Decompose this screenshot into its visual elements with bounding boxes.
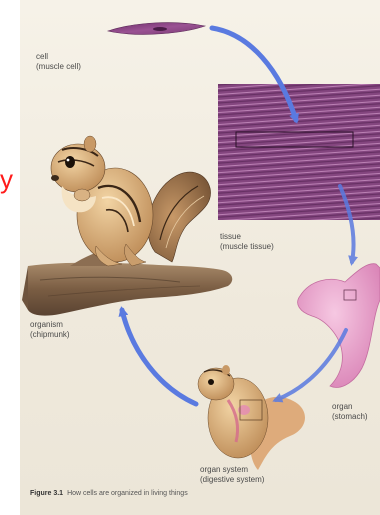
label-organ-subtitle: (stomach): [332, 412, 368, 422]
label-organ-system-title: organ system: [200, 465, 264, 475]
label-cell: cell (muscle cell): [36, 52, 81, 72]
label-organism-title: organism: [30, 320, 70, 330]
figure-number: Figure 3.1: [30, 490, 63, 497]
muscle-tissue-image: [218, 84, 380, 220]
label-organ: organ (stomach): [332, 402, 368, 422]
label-organ-system-subtitle: (digestive system): [200, 475, 264, 485]
label-tissue-subtitle: (muscle tissue): [220, 242, 274, 252]
figure-caption-text: How cells are organized in living things: [67, 490, 188, 497]
label-cell-title: cell: [36, 52, 81, 62]
stray-red-letter: y: [0, 164, 13, 194]
label-tissue: tissue (muscle tissue): [220, 232, 274, 252]
arrow-system-to-organism: [122, 310, 196, 404]
label-organ-system: organ system (digestive system): [200, 465, 264, 485]
label-cell-subtitle: (muscle cell): [36, 62, 81, 72]
stomach-image: [298, 264, 380, 388]
chipmunk-small-image: [198, 365, 305, 470]
label-tissue-title: tissue: [220, 232, 274, 242]
label-organism-subtitle: (chipmunk): [30, 330, 70, 340]
arrow-organ-to-system: [276, 330, 346, 400]
label-organism: organism (chipmunk): [30, 320, 70, 340]
chipmunk-large-image: [51, 136, 211, 266]
figure-caption: Figure 3.1 How cells are organized in liv…: [30, 489, 188, 498]
label-organ-title: organ: [332, 402, 368, 412]
